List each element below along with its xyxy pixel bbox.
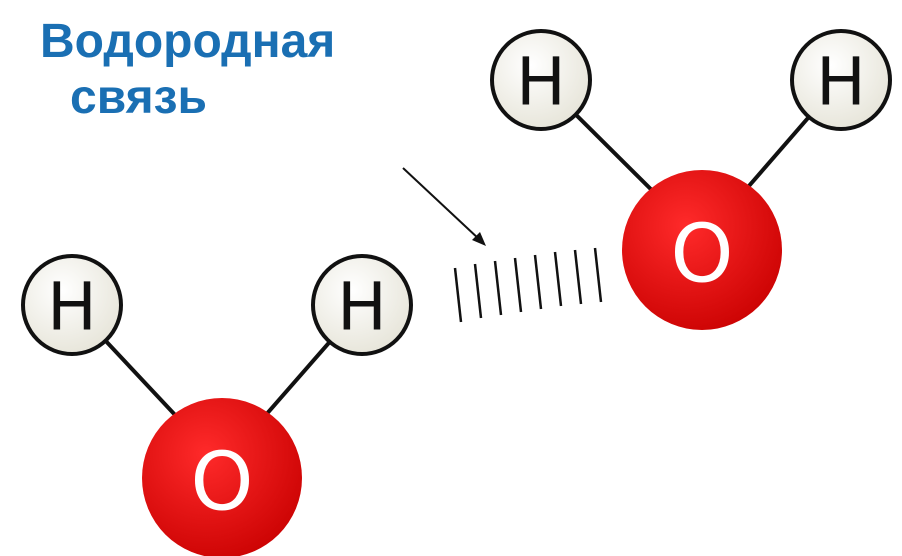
title-line-1: Водородная xyxy=(40,15,336,68)
title-line-2: связь xyxy=(70,71,207,124)
atom-label: H xyxy=(47,269,97,346)
molecule-2: H H O xyxy=(490,29,892,330)
pointer-arrow xyxy=(402,167,486,246)
hydrogen-atom: H xyxy=(311,254,413,356)
hydrogen-atom: H xyxy=(790,29,892,131)
hydrogen-bond-hatching xyxy=(453,247,603,323)
atom-label: H xyxy=(816,44,866,121)
oxygen-atom: O xyxy=(622,170,782,330)
hydrogen-atom: H xyxy=(490,29,592,131)
atom-label: O xyxy=(671,208,734,301)
hydrogen-atom: H xyxy=(21,254,123,356)
atom-label: O xyxy=(191,436,254,529)
molecule-1: H H O xyxy=(21,254,413,556)
diagram-title: Водородная связь xyxy=(40,14,335,126)
atom-label: H xyxy=(516,44,566,121)
atom-label: H xyxy=(337,269,387,346)
oxygen-atom: O xyxy=(142,398,302,556)
